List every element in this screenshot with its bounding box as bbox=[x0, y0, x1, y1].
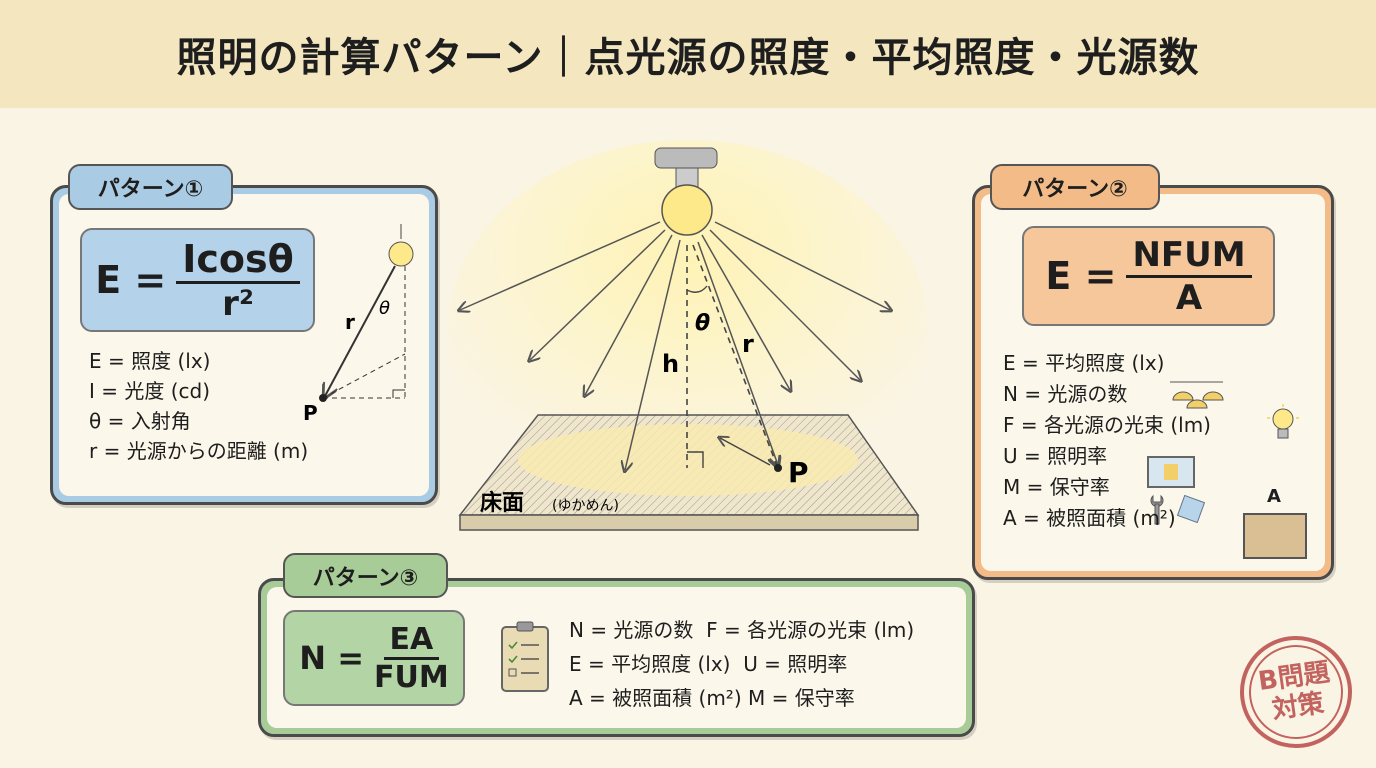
pattern1-definitions: E = 照度 (lx) I = 光度 (cd) θ = 入射角 r = 光源から… bbox=[89, 346, 308, 466]
definition-item: N = 光源の数 bbox=[1003, 382, 1128, 406]
pattern3-definitions: N = 光源の数 F = 各光源の光束 (lm) E = 平均照度 (lx) U… bbox=[569, 613, 914, 715]
label-h: h bbox=[662, 350, 679, 378]
definition-item: A = 被照面積 (m²) bbox=[569, 686, 742, 710]
checklist-icon bbox=[501, 621, 549, 692]
pattern2-definitions: E = 平均照度 (lx) N = 光源の数 F = 各光源の光束 (lm) U… bbox=[1003, 348, 1211, 534]
definition-item: F = 各光源の光束 (lm) bbox=[706, 618, 915, 642]
definition-item: M = 保守率 bbox=[747, 686, 855, 710]
floor-plan-icon bbox=[1243, 513, 1307, 559]
area-label: A bbox=[1267, 486, 1281, 507]
definition-item: A = 被照面積 (m²) bbox=[1003, 506, 1176, 530]
pendant-lamps-icon bbox=[1170, 381, 1224, 409]
point-source-diagram: h θ r P 床面 (ゆかめん) bbox=[448, 140, 928, 531]
ceiling-bulb-icon bbox=[654, 147, 718, 236]
light-rays bbox=[460, 221, 890, 470]
definition-item: M = 保守率 bbox=[1003, 475, 1110, 499]
label-p: P bbox=[788, 456, 809, 489]
definition-item: E = 照度 (lx) bbox=[89, 349, 211, 373]
stamp-line2: 対策 bbox=[1270, 688, 1326, 726]
wrench-icon bbox=[1150, 494, 1164, 525]
definition-item: U = 照明率 bbox=[1003, 444, 1108, 468]
label-theta: θ bbox=[695, 311, 710, 336]
formula-lhs: N = bbox=[299, 639, 364, 677]
label-r: r bbox=[345, 310, 355, 334]
definition-item: I = 光度 (cd) bbox=[89, 379, 211, 403]
incidence-angle-diagram: r θ P bbox=[303, 224, 414, 425]
floor-plane bbox=[458, 414, 920, 531]
room-lighting-icon bbox=[1147, 456, 1195, 488]
pattern1-tab: パターン① bbox=[68, 164, 233, 210]
definition-item: N = 光源の数 bbox=[569, 618, 694, 642]
formula-denominator: r² bbox=[222, 283, 254, 324]
pattern3-tab: パターン③ bbox=[283, 553, 448, 598]
definition-item: E = 平均照度 (lx) bbox=[569, 652, 731, 676]
lightbulb-icon bbox=[1267, 404, 1299, 439]
page-title: 照明の計算パターン｜点光源の照度・平均照度・光源数 bbox=[176, 35, 1200, 81]
formula-denominator: FUM bbox=[374, 659, 449, 695]
definition-item: F = 各光源の光束 (lm) bbox=[1003, 413, 1211, 437]
floor-reading: (ゆかめん) bbox=[552, 498, 619, 514]
point-p bbox=[774, 464, 782, 472]
label-r: r bbox=[742, 330, 754, 358]
definition-item: E = 平均照度 (lx) bbox=[1003, 351, 1165, 375]
definition-item: r = 光源からの距離 (m) bbox=[89, 439, 309, 463]
formula-numerator: Icosθ bbox=[176, 237, 300, 284]
pattern2-tab: パターン② bbox=[990, 164, 1160, 210]
formula-numerator: EA bbox=[383, 622, 440, 660]
stamp-line1: B問題 bbox=[1256, 657, 1332, 697]
floor-label: 床面 bbox=[480, 490, 524, 516]
b-problem-stamp: B問題 対策 bbox=[1232, 628, 1360, 756]
formula-lhs: E = bbox=[95, 258, 167, 302]
formula-numerator: NFUM bbox=[1126, 235, 1252, 278]
label-theta: θ bbox=[379, 298, 390, 319]
definition-item: U = 照明率 bbox=[743, 652, 848, 676]
bulb-icon bbox=[388, 241, 414, 267]
formula-lhs: E = bbox=[1045, 254, 1117, 298]
definition-item: θ = 入射角 bbox=[89, 409, 191, 433]
header-banner: 照明の計算パターン｜点光源の照度・平均照度・光源数 bbox=[0, 0, 1376, 108]
label-p: P bbox=[303, 401, 318, 425]
formula-denominator: A bbox=[1175, 277, 1203, 318]
